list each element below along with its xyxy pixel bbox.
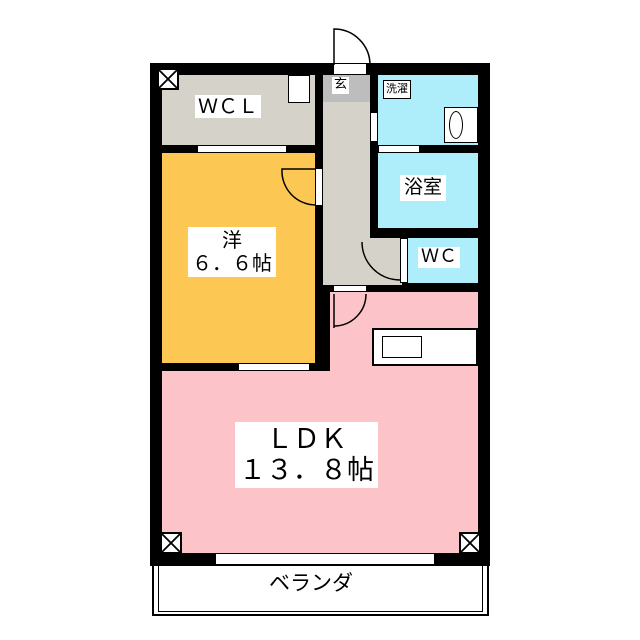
column-icon xyxy=(160,532,182,554)
wcl-label: ＷＣＬ xyxy=(195,95,261,118)
kitchen-counter xyxy=(372,328,478,366)
western-room-name: 洋 xyxy=(222,228,242,252)
bath-door[interactable] xyxy=(378,145,420,153)
door-swing-icon xyxy=(281,168,317,206)
column-icon xyxy=(157,68,179,90)
western-room-size: ６．６帖 xyxy=(192,251,272,275)
bath-label: 浴室 xyxy=(400,175,447,201)
ldk-label: ＬＤＫ １３．８帖 xyxy=(235,422,378,489)
corner-door[interactable] xyxy=(288,75,310,103)
balcony: ベランダ xyxy=(152,563,489,616)
door-swing-icon xyxy=(361,241,401,281)
sink-icon xyxy=(382,336,422,358)
toilet-label: ＷＣ xyxy=(418,246,460,268)
ldk-room-name: ＬＤＫ xyxy=(266,424,347,455)
closet-door[interactable] xyxy=(197,145,287,153)
washbasin-icon xyxy=(444,107,478,143)
western-door[interactable] xyxy=(315,168,323,206)
western-label: 洋 ６．６帖 xyxy=(188,227,276,277)
laundry-label: 洗濯 xyxy=(383,80,411,99)
column-icon xyxy=(459,532,481,554)
ldk-door[interactable] xyxy=(333,285,367,292)
western-ldk-door[interactable] xyxy=(238,363,310,371)
entrance-label: 玄 xyxy=(332,77,350,94)
entrance-door[interactable] xyxy=(333,63,367,75)
door-swing-icon xyxy=(333,28,371,66)
door-swing-icon xyxy=(333,293,367,328)
ldk-room-size: １３．８帖 xyxy=(239,455,374,487)
balcony-label: ベランダ xyxy=(269,571,353,596)
balcony-window[interactable] xyxy=(215,553,435,565)
washroom-door[interactable] xyxy=(370,112,378,142)
toilet-door[interactable] xyxy=(400,238,408,283)
